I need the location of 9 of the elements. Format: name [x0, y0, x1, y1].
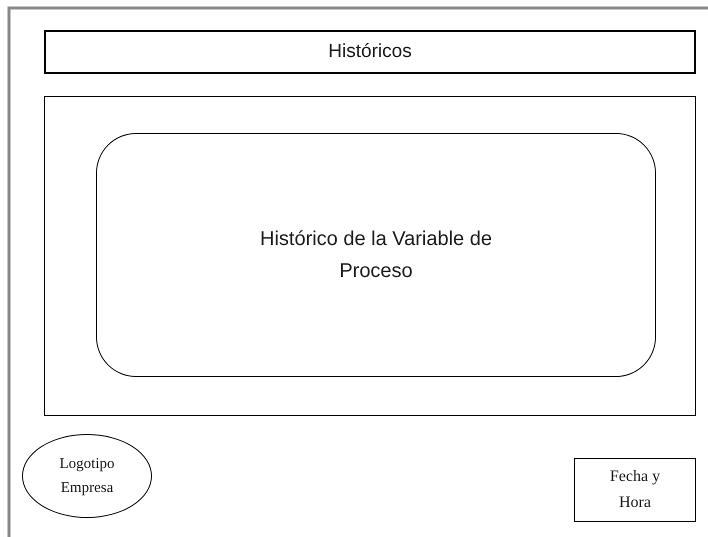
chart-area-box	[96, 133, 656, 377]
node-label: Históricos	[328, 40, 412, 64]
text-ellipse	[22, 434, 152, 518]
title-box	[44, 30, 696, 74]
node-label: Logotipo Empresa	[58, 455, 116, 498]
content-panel	[44, 96, 696, 416]
date-time-box	[574, 458, 696, 522]
node-label: Histórico de la Variable de Proceso	[259, 227, 493, 284]
node-label: Fecha y Hora	[608, 467, 662, 513]
